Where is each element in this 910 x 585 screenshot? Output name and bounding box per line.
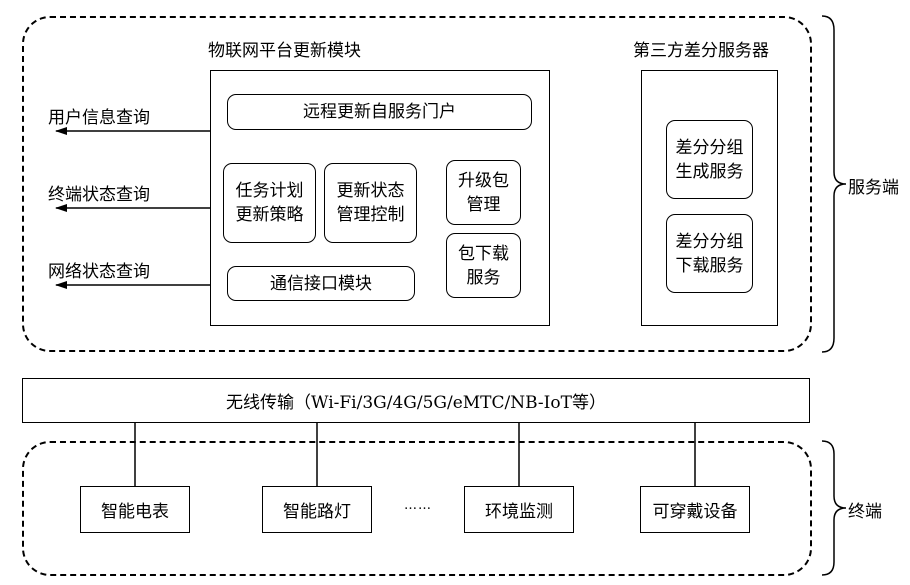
device-ellipsis: …… [404, 498, 432, 513]
device-wearable-label: 可穿戴设备 [652, 502, 738, 522]
update-control-line2: 管理控制 [336, 205, 405, 225]
wireless-transmission-bar: 无线传输（Wi-Fi/3G/4G/5G/eMTC/NB-IoT等） [22, 378, 810, 423]
platform-module-title: 物联网平台更新模块 [208, 41, 361, 61]
device-wearable: 可穿戴设备 [640, 486, 750, 533]
device-smart-streetlight: 智能路灯 [262, 486, 372, 533]
diff-download-box: 差分分组 下载服务 [666, 214, 753, 293]
terminal-region [22, 441, 812, 576]
comm-interface-box: 通信接口模块 [227, 266, 415, 301]
device-smart-meter-label: 智能电表 [101, 502, 169, 522]
terminal-brace [821, 440, 847, 576]
upgrade-package-line2: 管理 [466, 194, 501, 215]
device-smart-meter: 智能电表 [80, 486, 190, 533]
upgrade-package-line1: 升级包 [458, 170, 509, 191]
package-download-box: 包下载 服务 [446, 233, 521, 298]
server-brace [821, 15, 847, 353]
diff-download-line1: 差分分组 [675, 231, 744, 252]
update-control-box: 更新状态 管理控制 [324, 163, 417, 243]
device-environment-monitor: 环境监测 [464, 486, 574, 533]
diff-generate-line1: 差分分组 [675, 137, 744, 158]
diff-generate-box: 差分分组 生成服务 [666, 120, 753, 199]
server-side-label: 服务端 [848, 178, 899, 198]
query-label-user: 用户信息查询 [48, 108, 150, 128]
device-smart-streetlight-label: 智能路灯 [283, 502, 351, 522]
package-download-line1: 包下载 [458, 243, 509, 264]
third-party-title: 第三方差分服务器 [633, 41, 769, 61]
query-label-terminal: 终端状态查询 [48, 185, 150, 205]
update-control-line1: 更新状态 [336, 181, 405, 201]
wireless-transmission-label: 无线传输（Wi-Fi/3G/4G/5G/eMTC/NB-IoT等） [226, 393, 606, 413]
server-region [22, 16, 812, 352]
task-plan-line1: 任务计划 [235, 181, 304, 201]
update-portal-box: 远程更新自服务门户 [227, 94, 532, 130]
package-download-line2: 服务 [466, 267, 501, 288]
device-environment-monitor-label: 环境监测 [485, 502, 553, 522]
terminal-side-label: 终端 [848, 502, 882, 522]
upgrade-package-box: 升级包 管理 [446, 160, 521, 225]
diff-download-line2: 下载服务 [675, 255, 744, 276]
task-plan-box: 任务计划 更新策略 [223, 163, 316, 243]
query-label-network: 网络状态查询 [48, 262, 150, 282]
diff-generate-line2: 生成服务 [675, 161, 744, 182]
task-plan-line2: 更新策略 [235, 205, 304, 225]
